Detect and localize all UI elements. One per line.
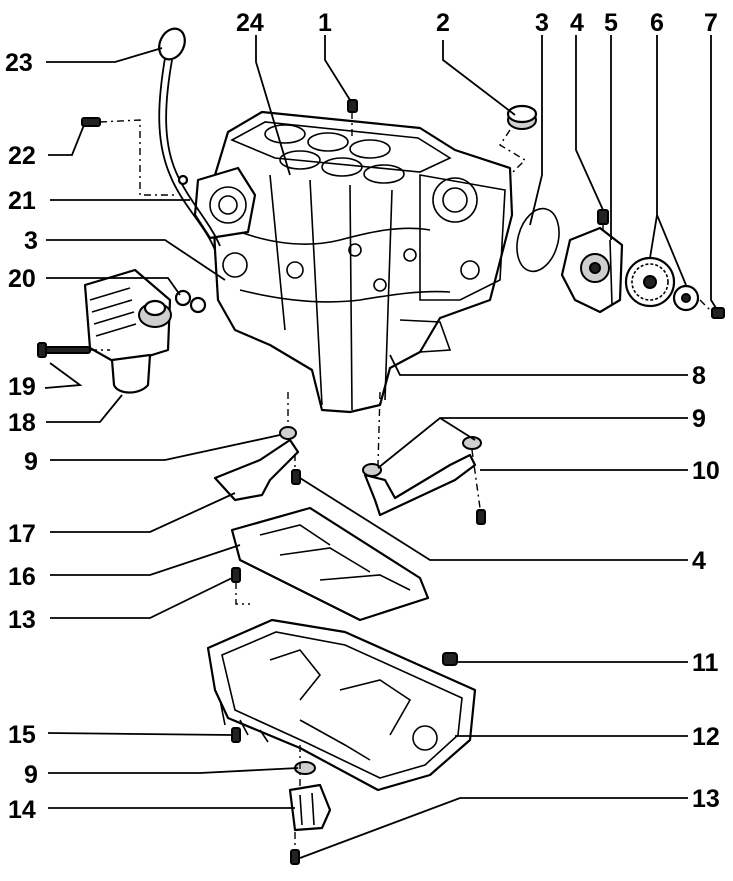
o-ring-gasket <box>516 207 560 273</box>
callout-4-right: 4 <box>692 547 706 575</box>
oil-pickup-17 <box>213 426 300 502</box>
bolt-1 <box>347 99 358 113</box>
callout-3-top: 3 <box>535 9 549 37</box>
oil-seal-cap <box>506 104 538 130</box>
callout-4-top: 4 <box>570 9 584 37</box>
callout-12: 12 <box>692 723 720 751</box>
callout-15: 15 <box>8 721 36 749</box>
oil-pump <box>560 226 624 314</box>
callout-10: 10 <box>692 457 720 485</box>
callout-1: 1 <box>318 9 332 37</box>
callout-7: 7 <box>704 9 718 37</box>
callout-9-bottom: 9 <box>24 761 38 789</box>
callout-9-left: 9 <box>24 448 38 476</box>
callout-11: 11 <box>692 649 719 677</box>
dipstick-assembly <box>158 27 221 251</box>
callout-labels: 23 24 1 2 3 4 5 6 7 22 21 3 20 19 18 9 1… <box>5 9 720 824</box>
oil-level-sensor-14 <box>288 783 332 832</box>
callout-13-left: 13 <box>8 606 36 634</box>
oil-filter-housing <box>83 268 172 394</box>
bolt-15 <box>231 727 241 743</box>
callout-14: 14 <box>8 796 36 824</box>
washer <box>672 284 700 312</box>
callout-19: 19 <box>8 373 36 401</box>
oil-pan-12 <box>206 618 477 792</box>
drain-plug-11 <box>442 652 458 666</box>
callout-18: 18 <box>8 409 36 437</box>
baffle-plate-16 <box>230 506 430 622</box>
bolt-4-top <box>597 209 609 225</box>
callout-6: 6 <box>650 9 664 37</box>
bolt-13-bottom <box>290 849 300 865</box>
seal-20 <box>174 289 207 314</box>
callout-16: 16 <box>8 563 36 591</box>
callout-9-right: 9 <box>692 405 706 433</box>
sprocket <box>624 256 676 308</box>
callout-24: 24 <box>236 9 264 37</box>
bolt-7 <box>711 307 725 319</box>
bolt-22 <box>81 117 101 127</box>
bolt-10 <box>476 509 486 525</box>
oil-pipe-10 <box>362 436 482 517</box>
leader-lines <box>44 35 717 859</box>
callout-5: 5 <box>604 9 618 37</box>
callout-3-left: 3 <box>24 227 38 255</box>
bolt-13-top <box>231 567 241 583</box>
bolt-4-mid <box>291 469 301 485</box>
callout-13-right: 13 <box>692 785 720 813</box>
callout-2: 2 <box>436 9 450 37</box>
callout-17: 17 <box>8 520 36 548</box>
callout-23: 23 <box>5 49 33 77</box>
callout-21: 21 <box>8 187 36 215</box>
assembly-lines <box>90 112 713 850</box>
callout-20: 20 <box>8 265 36 293</box>
bolt-19 <box>37 342 91 358</box>
engine-block <box>193 110 514 414</box>
callout-8: 8 <box>692 362 706 390</box>
callout-22: 22 <box>8 142 36 170</box>
